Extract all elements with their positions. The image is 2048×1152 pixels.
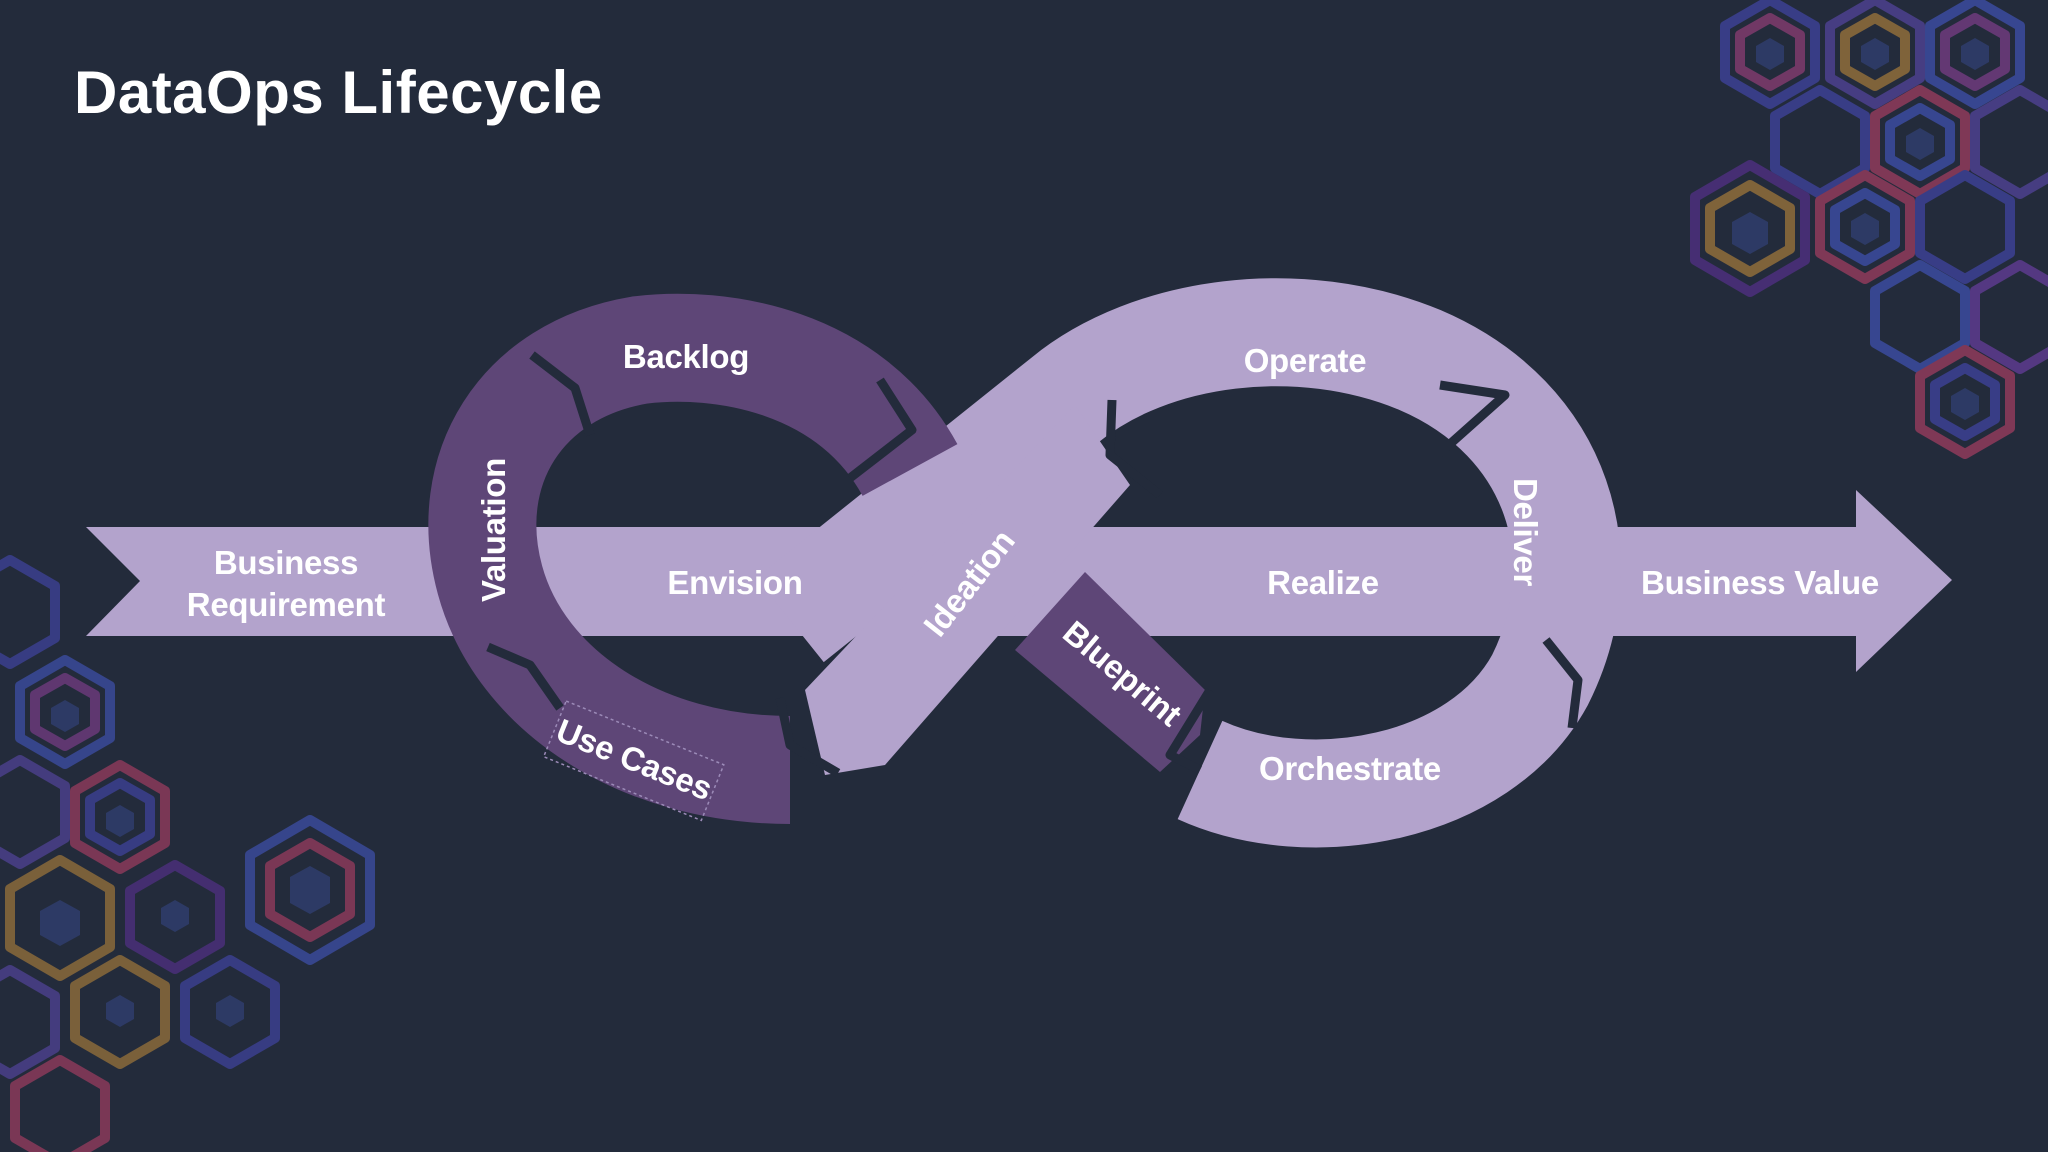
slide-title: DataOps Lifecycle bbox=[74, 59, 603, 126]
label-backlog: Backlog bbox=[623, 338, 749, 375]
label-valuation: Valuation bbox=[475, 458, 512, 602]
label-realize: Realize bbox=[1267, 564, 1379, 601]
label-envision: Envision bbox=[667, 564, 802, 601]
label-business-requirement-line2: Requirement bbox=[187, 586, 386, 623]
hexagon-pattern-bottom-left bbox=[0, 555, 375, 1152]
hexagon-pattern-top-right bbox=[1690, 0, 2048, 459]
left-loop bbox=[428, 293, 958, 824]
label-operate: Operate bbox=[1244, 342, 1367, 379]
label-deliver: Deliver bbox=[1507, 478, 1544, 586]
blueprint-band bbox=[1015, 572, 1205, 772]
segment-dividers bbox=[486, 351, 1583, 777]
right-loop bbox=[756, 278, 1621, 848]
label-business-value: Business Value bbox=[1641, 564, 1879, 601]
ideation-band bbox=[805, 405, 1130, 775]
label-business-requirement-line1: Business bbox=[214, 544, 358, 581]
use-cases-box bbox=[542, 700, 725, 822]
label-orchestrate: Orchestrate bbox=[1259, 750, 1441, 787]
